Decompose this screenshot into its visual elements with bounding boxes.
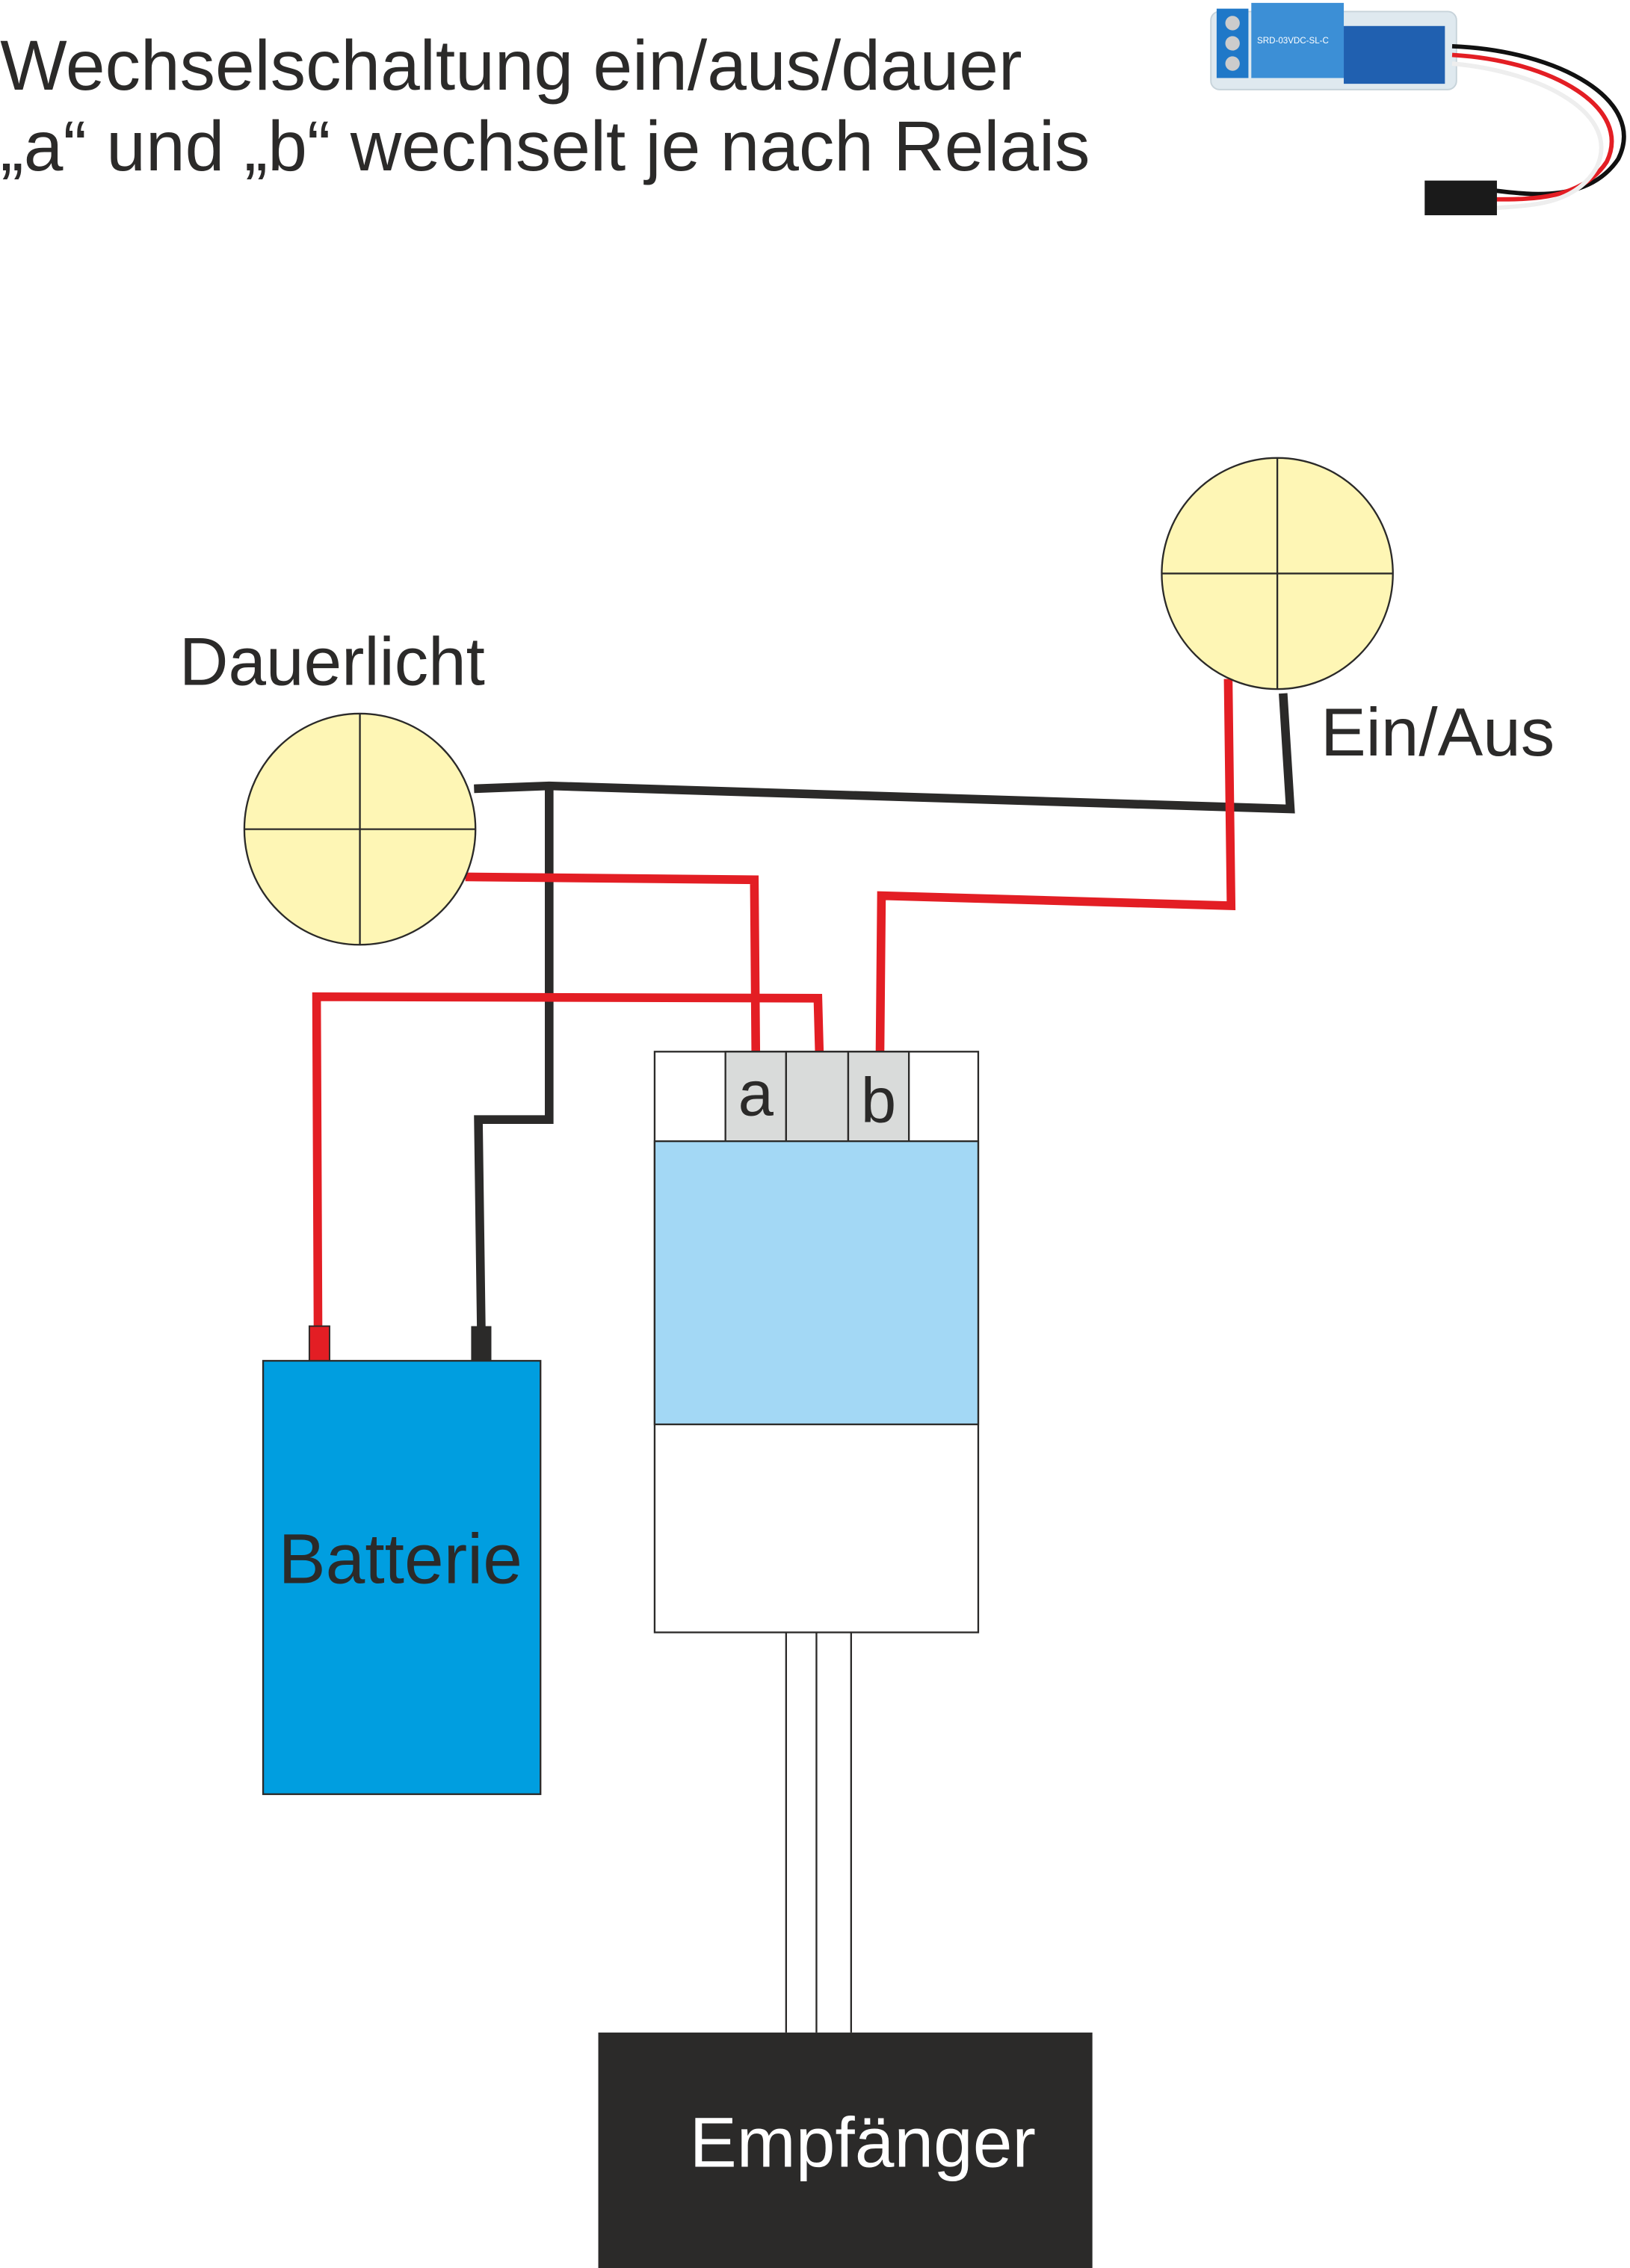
battery-terminal-positive xyxy=(308,1325,330,1362)
lamp-switched-label: Ein/Aus xyxy=(1321,695,1555,770)
battery-terminal-negative xyxy=(471,1326,492,1361)
contact-b xyxy=(847,1051,910,1143)
relay xyxy=(653,1051,980,1634)
wire-negative-lamps xyxy=(474,693,1295,814)
lamp-switched xyxy=(1161,457,1394,690)
wire-lamp-permanent-to-a xyxy=(465,872,761,1052)
receiver-label: Empfänger xyxy=(690,2104,1036,2183)
title-line-2: „a“ und „b“ wechselt je nach Relais xyxy=(0,107,1090,186)
receiver xyxy=(598,2032,1093,2268)
contact-common xyxy=(785,1051,850,1143)
relay-module-photo: SRD-03VDC-SL-C xyxy=(1210,2,1626,216)
servo-cable xyxy=(785,1632,852,2033)
lamp-permanent-label: Dauerlicht xyxy=(179,624,485,699)
wire-battery-to-common xyxy=(312,992,824,1329)
battery-label: Batterie xyxy=(278,1520,522,1599)
title-line-1: Wechselschaltung ein/aus/dauer xyxy=(0,26,1022,105)
contact-a xyxy=(724,1051,787,1143)
relay-coil xyxy=(653,1140,980,1426)
wire-b-to-lamp-switched xyxy=(875,679,1236,1052)
svg-text:SRD-03VDC-SL-C: SRD-03VDC-SL-C xyxy=(1257,37,1329,46)
contact-a-label: a xyxy=(738,1058,774,1129)
contact-b-label: b xyxy=(861,1066,896,1137)
lamp-permanent xyxy=(243,712,477,946)
wire-negative-battery xyxy=(474,785,554,1329)
battery xyxy=(262,1359,542,1796)
